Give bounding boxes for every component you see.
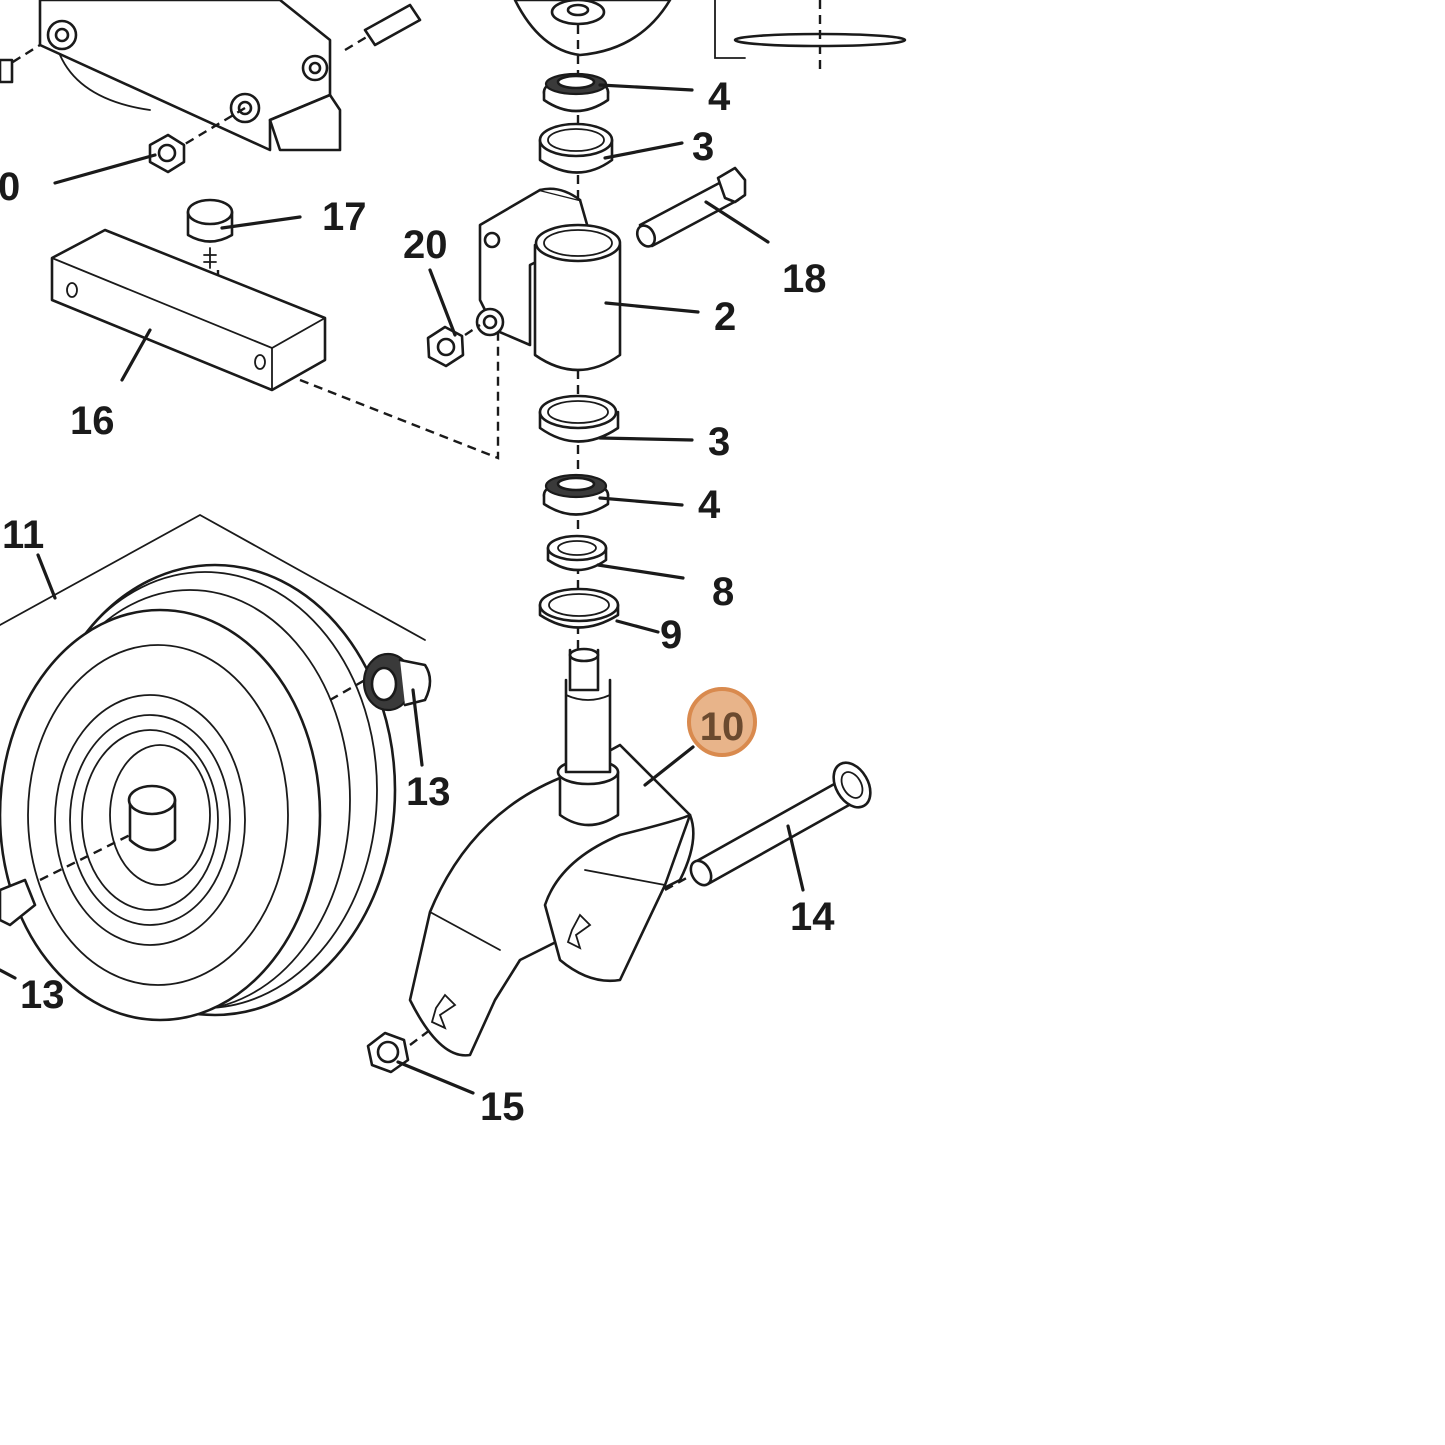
label-11[interactable]: 11 [2, 513, 44, 557]
label-4-bottom[interactable]: 4 [698, 483, 721, 527]
spacer-8 [546, 534, 608, 572]
bushing-top [538, 122, 614, 174]
wheel-11 [0, 513, 426, 1022]
pivot-plate [513, 0, 672, 57]
label-13-left[interactable]: 13 [20, 973, 65, 1017]
highlight-circle[interactable] [687, 687, 757, 757]
label-20[interactable]: 20 [403, 223, 448, 267]
weight-bar-16 [50, 228, 500, 460]
bushing-bottom [538, 394, 620, 443]
bearing-top [542, 72, 610, 113]
caster-fork-10 [408, 647, 695, 1057]
label-4-top[interactable]: 4 [708, 75, 731, 119]
label-14[interactable]: 14 [790, 895, 835, 939]
bearing-bottom [542, 473, 610, 516]
axle-bolt-14 [664, 761, 872, 892]
label-3-top[interactable]: 3 [692, 125, 714, 169]
spindle-housing [475, 187, 622, 372]
leader-lines [0, 83, 805, 1095]
frame-plate-right [714, 0, 907, 70]
label-16[interactable]: 16 [70, 399, 115, 443]
label-0[interactable]: 0 [0, 165, 20, 209]
lock-nut-left [148, 133, 186, 174]
washer-9 [538, 587, 620, 629]
label-9[interactable]: 9 [660, 613, 682, 657]
nut-20 [426, 324, 481, 368]
bolt-18 [635, 166, 747, 248]
label-18[interactable]: 18 [782, 257, 827, 301]
label-17[interactable]: 17 [322, 195, 367, 239]
label-8[interactable]: 8 [712, 570, 734, 614]
label-15[interactable]: 15 [480, 1085, 525, 1129]
label-2[interactable]: 2 [714, 295, 736, 339]
nut-15 [366, 1029, 431, 1074]
frame-bracket [0, 0, 422, 152]
label-3-bottom[interactable]: 3 [708, 420, 730, 464]
callout-labels: 0 4 3 17 20 18 2 16 3 4 11 8 9 10 13 14 … [0, 75, 835, 1129]
cap-nut-13 [362, 652, 432, 712]
cap-17 [186, 198, 234, 301]
label-10[interactable]: 10 [700, 705, 745, 749]
label-13-right[interactable]: 13 [406, 770, 451, 814]
